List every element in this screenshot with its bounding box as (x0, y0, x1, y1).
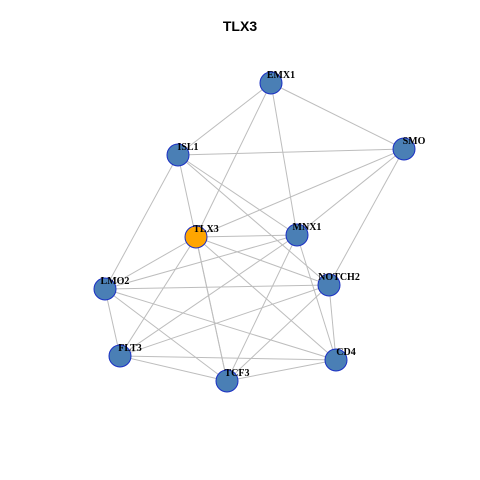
edge-tlx3-flt3 (119, 236, 197, 357)
edge-emx1-isl1 (177, 82, 272, 156)
edge-smo-mnx1 (296, 148, 405, 236)
node-lmo2[interactable] (93, 277, 117, 301)
edge-emx1-smo (270, 82, 405, 150)
edge-tcf3-cd4 (226, 359, 337, 382)
edge-isl1-notch2 (177, 154, 330, 286)
node-label-tlx3: TLX3 (193, 224, 219, 235)
node-notch2[interactable] (317, 273, 341, 297)
node-label-lmo2: LMO2 (101, 276, 130, 287)
edge-isl1-smo (177, 148, 405, 156)
edge-tlx3-notch2 (195, 236, 330, 286)
edge-lmo2-cd4 (104, 288, 337, 361)
node-label-isl1: ISL1 (177, 142, 198, 153)
edge-flt3-cd4 (119, 355, 337, 361)
edge-isl1-lmo2 (104, 154, 179, 290)
node-label-mnx1: MNX1 (293, 222, 322, 233)
node-label-cd4: CD4 (336, 347, 355, 358)
edge-tlx3-tcf3 (195, 236, 228, 382)
edge-tlx3-cd4 (195, 236, 337, 361)
edge-tlx3-lmo2 (104, 236, 197, 290)
edge-layer (104, 82, 405, 382)
node-smo[interactable] (392, 137, 416, 161)
node-layer (93, 71, 416, 393)
node-label-notch2: NOTCH2 (318, 272, 360, 283)
node-flt3[interactable] (108, 344, 132, 368)
node-emx1[interactable] (259, 71, 283, 95)
node-mnx1[interactable] (285, 223, 309, 247)
edge-notch2-cd4 (328, 284, 337, 361)
edge-mnx1-cd4 (296, 234, 337, 361)
edge-smo-tlx3 (195, 148, 405, 238)
edge-smo-notch2 (328, 148, 405, 286)
node-label-tcf3: TCF3 (225, 368, 250, 379)
node-tlx3[interactable] (184, 225, 208, 249)
node-tcf3[interactable] (215, 369, 239, 393)
edge-notch2-flt3 (119, 284, 330, 357)
edge-isl1-mnx1 (177, 154, 298, 236)
node-label-flt3: FLT3 (118, 343, 142, 354)
node-cd4[interactable] (324, 348, 348, 372)
edge-emx1-mnx1 (270, 82, 298, 236)
edge-notch2-lmo2 (104, 284, 330, 290)
edge-mnx1-flt3 (119, 234, 298, 357)
edge-emx1-tlx3 (195, 82, 272, 238)
node-label-emx1: EMX1 (267, 70, 295, 81)
edge-tlx3-mnx1 (195, 234, 298, 238)
node-isl1[interactable] (166, 143, 190, 167)
node-label-smo: SMO (403, 136, 426, 147)
edge-lmo2-tcf3 (104, 288, 228, 382)
edge-mnx1-lmo2 (104, 234, 298, 290)
graph-title: TLX3 (222, 18, 258, 34)
edge-notch2-tcf3 (226, 284, 330, 382)
edge-flt3-tcf3 (119, 355, 228, 382)
